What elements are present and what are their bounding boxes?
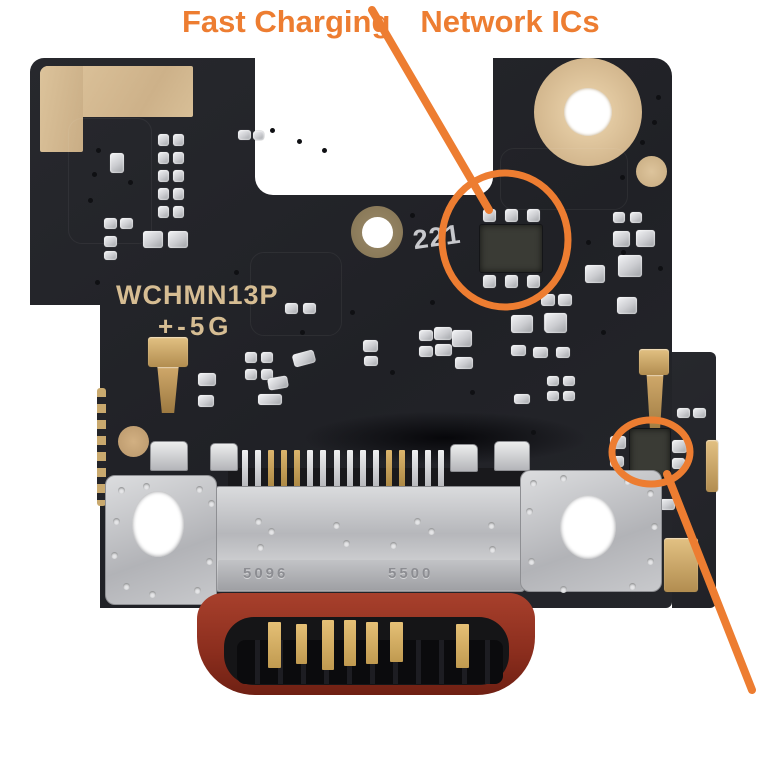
- silkscreen-model-number: WCHMN13P: [116, 280, 279, 310]
- pcb-left-step: [14, 305, 100, 627]
- usb-c-tongue: [237, 640, 503, 684]
- pcb-top-notch: [255, 28, 493, 195]
- pcb-trace: [68, 118, 152, 244]
- connector-mount-tab: [494, 441, 530, 471]
- castellated-edge: [97, 388, 106, 506]
- gold-test-point-left: [118, 426, 149, 457]
- conformal-coating-patch: [305, 412, 585, 464]
- annotation-title: Fast Charging Network ICs: [182, 4, 600, 40]
- pcb-trace: [250, 252, 342, 336]
- bracket-screw-hole-right: [560, 495, 616, 559]
- alignment-hole: [362, 217, 393, 248]
- pcb-trace: [500, 148, 628, 210]
- bracket-screw-hole-left: [132, 491, 184, 557]
- silkscreen-batch-code: 221: [411, 218, 463, 256]
- silkscreen-variant: +-5G: [158, 311, 233, 341]
- connector-mount-tab: [150, 441, 188, 471]
- annotation-title-right: Network ICs: [420, 4, 600, 39]
- charging-network-ic: [479, 224, 543, 273]
- connector-mount-tab: [210, 443, 238, 471]
- shield-stamp-right: 5500: [388, 565, 434, 582]
- connector-mount-tab: [450, 444, 478, 472]
- pcb-board-right-extension: [672, 352, 716, 608]
- gold-test-point-top-right: [636, 156, 667, 187]
- copper-pad-top-left-column: [40, 66, 83, 152]
- usb-c-shield-bottom-strip: [218, 560, 522, 590]
- annotation-title-left: Fast Charging: [182, 4, 391, 39]
- shield-stamp-left: 5096: [243, 565, 289, 582]
- connector-rear-housing: [228, 468, 530, 490]
- screw-hole: [564, 88, 612, 136]
